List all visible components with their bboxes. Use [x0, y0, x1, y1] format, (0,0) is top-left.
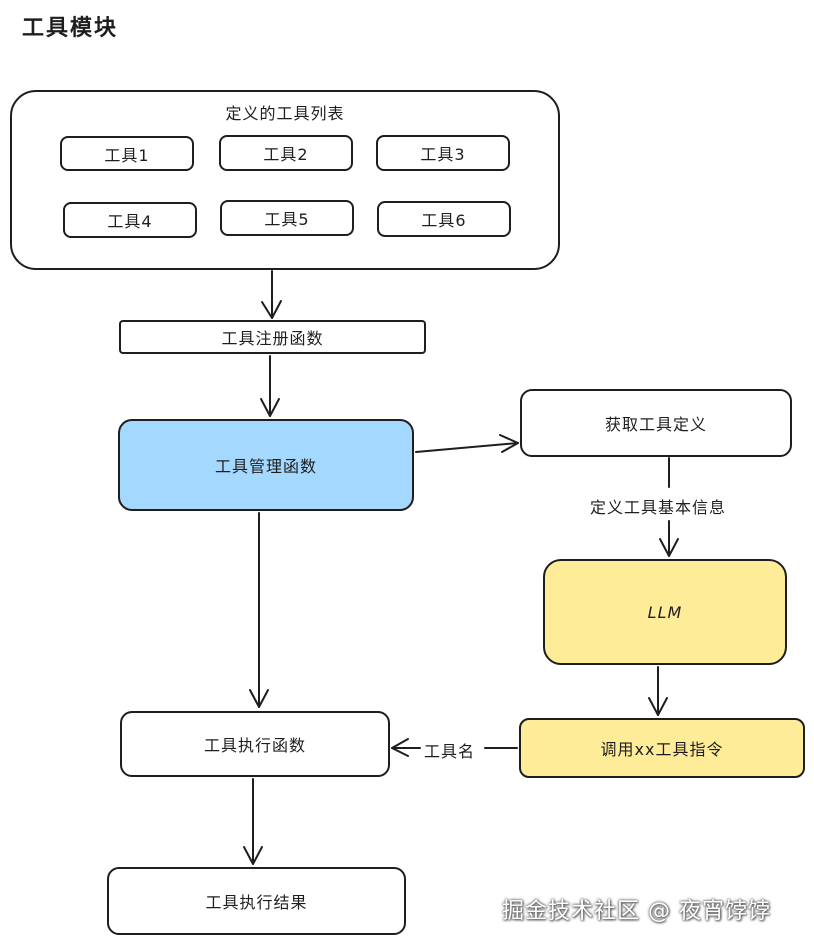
- arrow-exec-to-result: [243, 778, 263, 865]
- manager-function-node: 工具管理函数: [118, 419, 414, 511]
- tool-5: 工具5: [220, 200, 354, 236]
- invoke-instruction-node: 调用xx工具指令: [519, 718, 805, 778]
- tool-2: 工具2: [219, 135, 353, 171]
- arrow-list-to-register: [261, 270, 282, 319]
- register-function-node: 工具注册函数: [119, 320, 426, 354]
- edge-label-basic-info: 定义工具基本信息: [590, 494, 727, 518]
- exec-function-node: 工具执行函数: [120, 711, 390, 777]
- tool-list-container: 定义的工具列表: [10, 90, 560, 270]
- arrow-manager-to-exec: [249, 512, 269, 708]
- tool-3: 工具3: [376, 135, 510, 171]
- arrow-manager-to-get-definition: [415, 434, 519, 453]
- exec-result-node: 工具执行结果: [107, 867, 406, 935]
- arrow-register-to-manager: [260, 355, 280, 417]
- get-definition-node: 获取工具定义: [520, 389, 792, 457]
- llm-node: LLM: [543, 559, 787, 665]
- tool-6: 工具6: [377, 201, 511, 237]
- tool-1: 工具1: [60, 136, 194, 171]
- arrow-llm-to-invoke: [648, 666, 668, 716]
- tool-list-label: 定义的工具列表: [225, 104, 345, 123]
- watermark: 掘金技术社区 @ 夜宵饽饽: [502, 899, 771, 924]
- tool-4: 工具4: [63, 202, 197, 238]
- diagram-title: 工具模块: [22, 16, 119, 41]
- edge-label-tool-name: 工具名: [424, 738, 476, 762]
